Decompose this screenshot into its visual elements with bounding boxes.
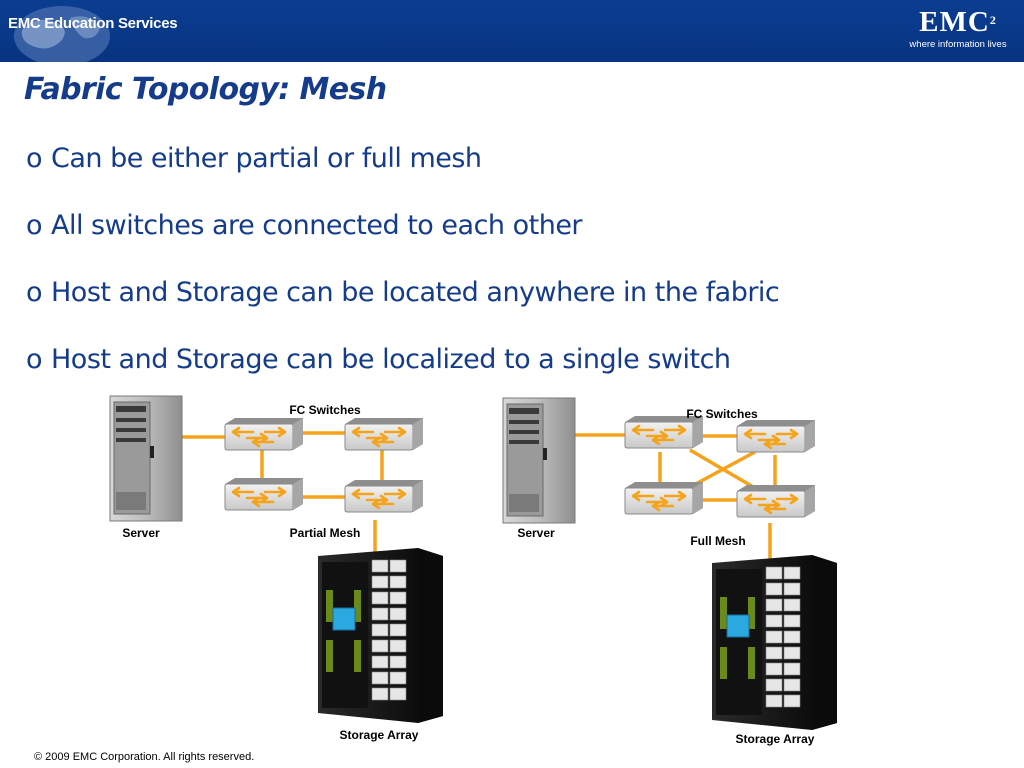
topology-diagrams: FC Switches Server Partial Mesh Storage … (109, 395, 838, 746)
emc-superscript: 2 (989, 13, 997, 27)
bullet-item: o All switches are connected to each othe… (26, 210, 779, 277)
server-label: Server (122, 526, 160, 540)
bullet-marker: o (26, 210, 43, 241)
storage-array-icon (711, 554, 838, 731)
fc-switch-icon (735, 483, 817, 519)
fc-switches-label: FC Switches (686, 407, 758, 421)
emc-wordmark: EMC (919, 6, 990, 38)
fc-switch-icon (735, 418, 817, 454)
bullet-item: o Host and Storage can be localized to a … (26, 344, 779, 411)
globe-icon (14, 6, 110, 62)
full-mesh-label: Full Mesh (690, 534, 745, 548)
server-icon (502, 397, 576, 524)
bullet-text: Host and Storage can be localized to a s… (51, 344, 731, 375)
bullet-item: o Can be either partial or full mesh (26, 143, 779, 210)
slide-title: Fabric Topology: Mesh (24, 72, 387, 107)
emc-tagline: where information lives (909, 39, 1007, 50)
server-icon (109, 395, 183, 522)
partial-mesh-label: Partial Mesh (290, 526, 361, 540)
fc-switch-icon (343, 416, 425, 452)
fc-switch-icon (343, 478, 425, 514)
bullet-text: All switches are connected to each other (51, 210, 583, 241)
bullet-item: o Host and Storage can be located anywher… (26, 277, 780, 344)
copyright-footer: © 2009 EMC Corporation. All rights reser… (34, 751, 255, 763)
storage-array-label: Storage Array (736, 732, 815, 746)
bullet-marker: o (26, 277, 43, 308)
bullet-text: Host and Storage can be located anywhere… (51, 277, 780, 308)
bullet-text: Can be either partial or full mesh (51, 143, 482, 174)
bullet-marker: o (26, 143, 43, 174)
storage-array-label: Storage Array (340, 728, 419, 742)
partial-mesh-links (182, 431, 384, 555)
full-mesh-diagram: FC Switches Server Full Mesh Storage Arr… (502, 397, 838, 746)
bullet-marker: o (26, 344, 43, 375)
fc-switch-icon (623, 480, 705, 516)
server-label: Server (517, 526, 555, 540)
fc-switch-icon (223, 416, 305, 452)
fc-switch-icon (223, 476, 305, 512)
emc-logo: EMC2 where information lives (896, 6, 1020, 56)
full-mesh-links (575, 433, 777, 560)
storage-array-icon (317, 547, 444, 724)
education-services-text: EMC Education Services (8, 15, 178, 32)
fc-switches-label: FC Switches (289, 403, 361, 417)
education-services-logo: EMC Education Services (0, 0, 178, 62)
partial-mesh-diagram: FC Switches Server Partial Mesh Storage … (109, 395, 444, 742)
slide-header: EMC Education Services EMC2 where inform… (0, 0, 1024, 62)
